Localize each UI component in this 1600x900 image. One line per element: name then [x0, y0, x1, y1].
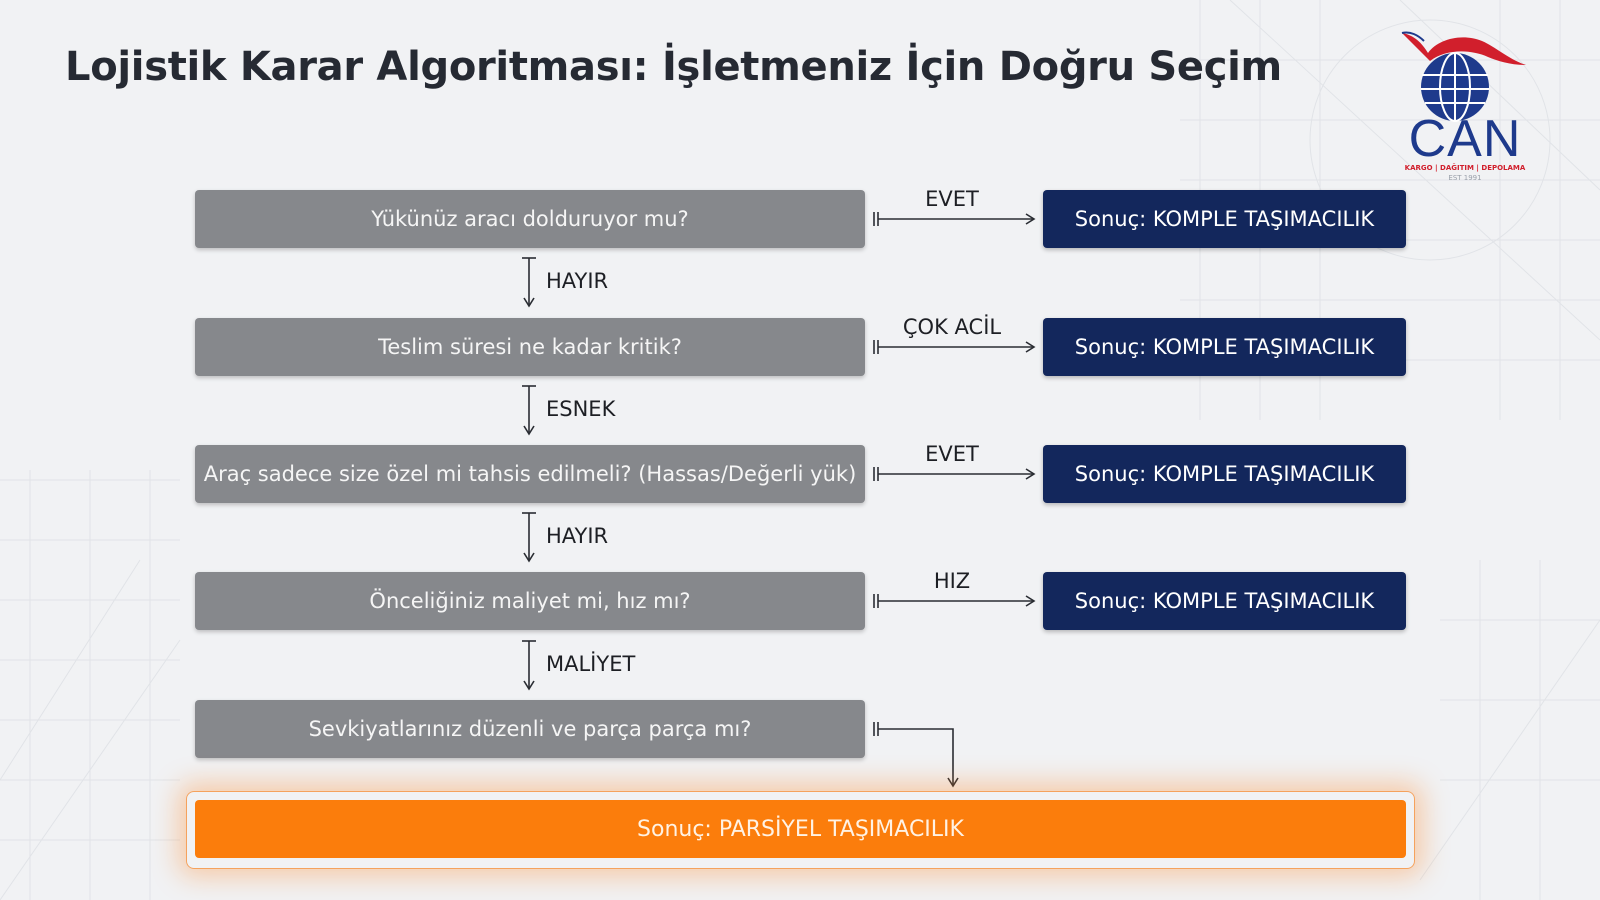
- question-box-3: Araç sadece size özel mi tahsis edilmeli…: [195, 445, 865, 503]
- yes-label-3: EVET: [925, 442, 979, 466]
- can-logo-icon: [1401, 31, 1526, 122]
- yes-label-4: HIZ: [933, 569, 971, 593]
- logo-text: CAN: [1408, 110, 1522, 168]
- final-result-frame: [186, 791, 1415, 869]
- no-label-2: ESNEK: [546, 397, 616, 421]
- logo-subtitle: KARGO | DAĞITIM | DEPOLAMA: [1404, 164, 1526, 172]
- yes-label-1: EVET: [925, 187, 979, 211]
- question-box-2: Teslim süresi ne kadar kritik?: [195, 318, 865, 376]
- final-result-box: Sonuç: PARSİYEL TAŞIMACILIK: [195, 800, 1406, 858]
- result-box-3: Sonuç: KOMPLE TAŞIMACILIK: [1043, 445, 1406, 503]
- no-label-3: HAYIR: [546, 524, 609, 548]
- result-box-1: Sonuç: KOMPLE TAŞIMACILIK: [1043, 190, 1406, 248]
- no-label-4: MALİYET: [546, 652, 636, 676]
- question-box-4: Önceliğiniz maliyet mi, hız mı?: [195, 572, 865, 630]
- page-title: Lojistik Karar Algoritması: İşletmeniz İ…: [65, 44, 1282, 90]
- result-box-4: Sonuç: KOMPLE TAŞIMACILIK: [1043, 572, 1406, 630]
- yes-label-2: ÇOK ACİL: [902, 315, 1002, 339]
- question-box-5: Sevkiyatlarınız düzenli ve parça parça m…: [195, 700, 865, 758]
- final-arrow: [878, 728, 959, 788]
- no-label-1: HAYIR: [546, 269, 609, 293]
- question-box-1: Yükünüz aracı dolduruyor mu?: [195, 190, 865, 248]
- logo-est: EST 1991: [1448, 174, 1482, 182]
- result-box-2: Sonuç: KOMPLE TAŞIMACILIK: [1043, 318, 1406, 376]
